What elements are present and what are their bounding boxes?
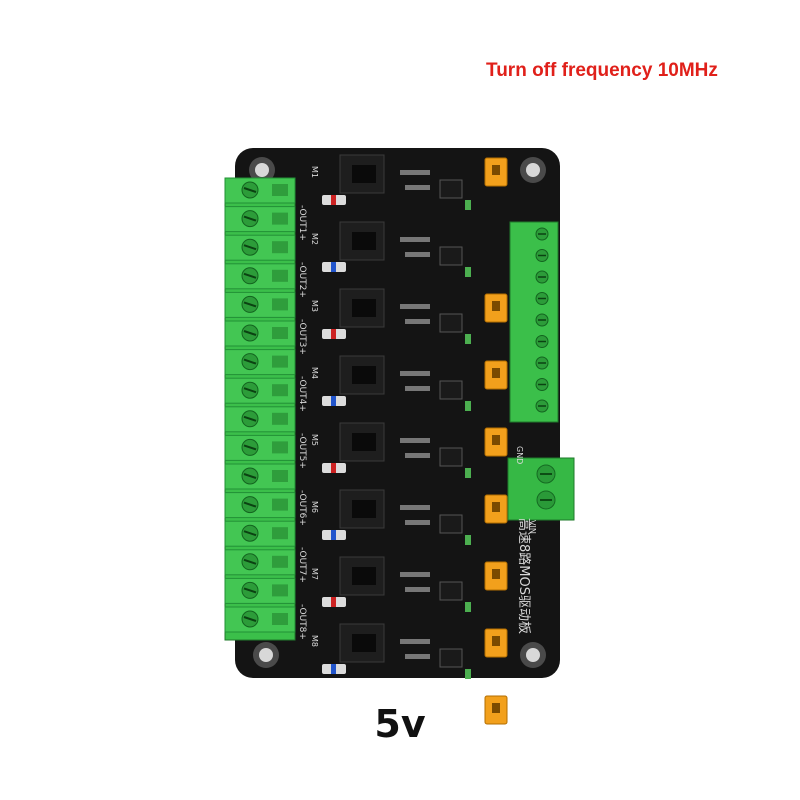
mosfet-label: M6 <box>310 501 319 513</box>
screw-terminal <box>224 406 296 433</box>
input-screw-terminal <box>535 335 549 348</box>
input-screw-terminal <box>535 378 549 391</box>
output-label: -OUT6+ <box>297 490 307 526</box>
mosfet-label: M2 <box>310 233 319 245</box>
screw-terminal <box>224 349 296 376</box>
optocoupler <box>439 380 463 400</box>
input-screw-terminal <box>535 313 549 327</box>
input-screw-terminal <box>535 399 549 413</box>
optocoupler <box>439 179 463 199</box>
output-label: -OUT4+ <box>297 376 307 412</box>
mosfet-channel: M2 <box>310 221 508 323</box>
mosfet-channel: M7 <box>310 556 508 658</box>
power-label-vin: VIN <box>528 520 537 534</box>
screw-terminal <box>224 577 296 604</box>
mosfet-channel: M5 <box>310 422 508 524</box>
input-screw-terminal <box>535 249 549 262</box>
output-label: -OUT5+ <box>297 433 307 469</box>
output-label: -OUT7+ <box>297 547 307 583</box>
screw-terminal <box>224 263 296 290</box>
screw-terminal <box>224 206 296 233</box>
screw-terminal <box>224 520 296 547</box>
optocoupler <box>439 514 463 534</box>
mosfet-channel: M3 <box>310 288 508 390</box>
screw-terminal <box>224 492 296 519</box>
input-screw-terminal <box>535 227 549 241</box>
optocoupler <box>439 447 463 467</box>
optocoupler <box>439 581 463 601</box>
screw-terminal <box>224 463 296 490</box>
screw-terminal <box>224 549 296 576</box>
frequency-note: Turn off frequency 10MHz <box>486 60 718 81</box>
mosfet-label: M4 <box>310 367 319 379</box>
mosfet-label: M1 <box>310 166 319 178</box>
mosfet-channel: M8 <box>310 623 508 725</box>
output-label: -OUT1+ <box>297 205 307 241</box>
mosfet-channel: M1 <box>310 154 508 210</box>
mosfet-label: M8 <box>310 635 319 647</box>
mosfet-channel: M4 <box>310 355 508 457</box>
voltage-caption: 5v <box>374 702 426 746</box>
pcb-title: 高速8路MOS驱动板 <box>516 518 532 634</box>
mosfet-channel: M6 <box>310 489 508 591</box>
screw-terminal <box>224 177 296 204</box>
screw-terminal <box>224 234 296 261</box>
output-terminal-block <box>224 177 296 641</box>
optocoupler <box>439 313 463 333</box>
output-label: -OUT2+ <box>297 262 307 298</box>
mosfet-label: M7 <box>310 568 319 580</box>
input-terminal-block <box>509 221 559 423</box>
output-labels: -OUT1+ -OUT2+ -OUT3+ -OUT4+ -OUT5+ -OUT6+ -OUT… <box>297 205 307 640</box>
mosfet-label: M5 <box>310 434 319 446</box>
power-label-gnd: GND <box>515 446 524 464</box>
pcb-board <box>235 148 560 678</box>
input-screw-terminal <box>535 270 549 284</box>
optocoupler <box>439 246 463 266</box>
screw-terminal <box>224 291 296 318</box>
output-label: -OUT8+ <box>297 604 307 640</box>
output-label: -OUT3+ <box>297 319 307 355</box>
input-screw-terminal <box>535 292 549 305</box>
power-terminal-block <box>507 457 575 521</box>
mounting-holes <box>249 157 546 668</box>
screw-terminal <box>224 377 296 404</box>
screw-terminal <box>224 320 296 347</box>
screw-terminal <box>224 606 296 633</box>
input-screw-terminal <box>535 356 549 370</box>
optocoupler <box>439 648 463 668</box>
mosfet-label: M3 <box>310 300 319 312</box>
screw-terminal <box>224 434 296 461</box>
